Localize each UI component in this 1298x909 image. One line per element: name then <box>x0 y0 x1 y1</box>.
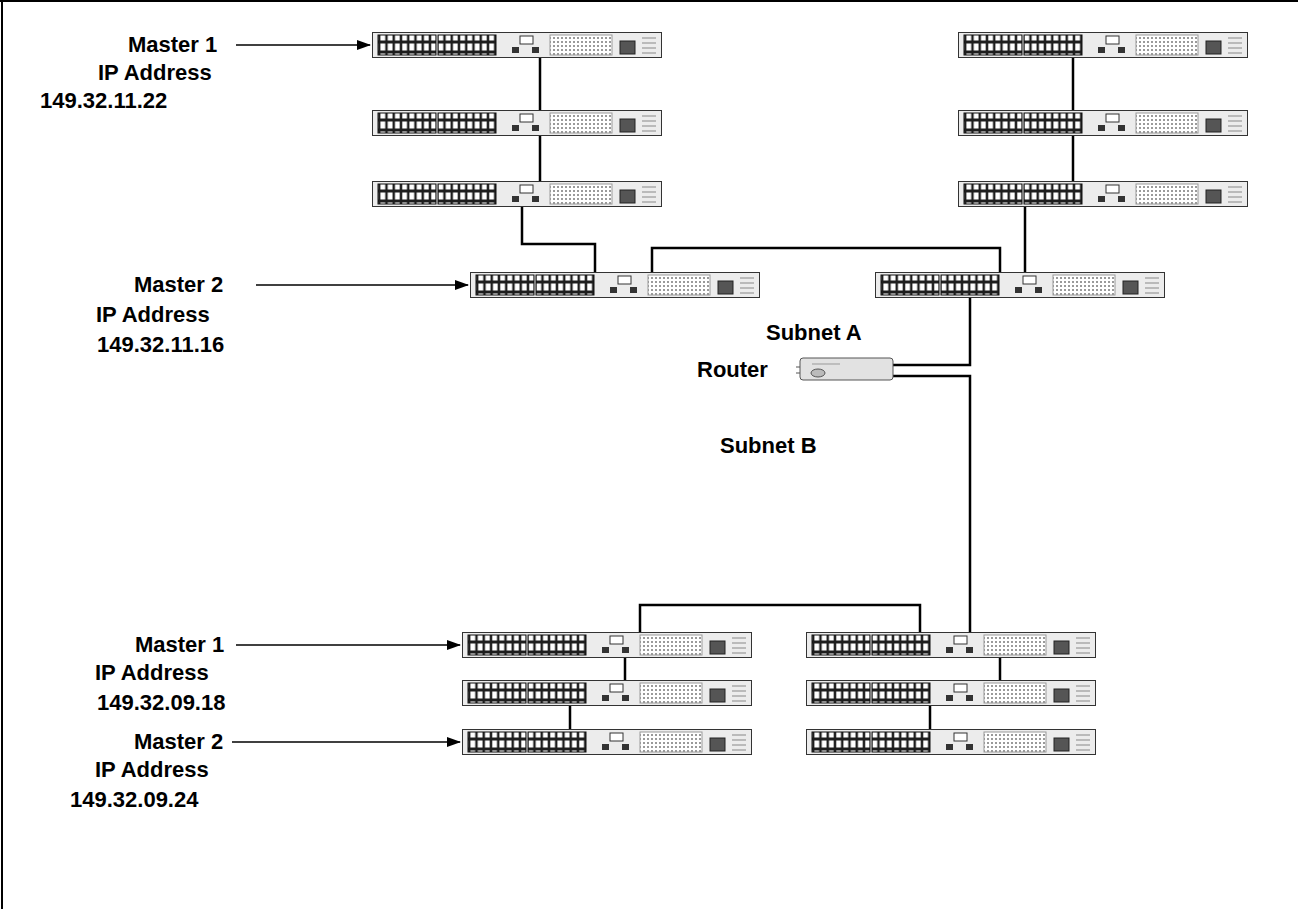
cable <box>999 658 1002 680</box>
switch-icon <box>959 111 1248 136</box>
leader-arrow <box>232 741 460 743</box>
device-name: Master 2 <box>134 272 223 298</box>
ip-address: 149.32.09.18 <box>97 690 225 716</box>
switch-icon <box>807 633 1096 658</box>
address-caption: IP Address <box>95 660 209 686</box>
cable <box>1072 136 1075 181</box>
switch-icon <box>463 730 752 755</box>
switch-icon <box>373 111 662 136</box>
cable <box>539 136 542 181</box>
leader-arrow <box>236 644 460 646</box>
device-name: Master 2 <box>134 729 223 755</box>
switch-icon <box>463 681 752 706</box>
frame-line <box>1 0 3 909</box>
switch-icon <box>373 182 662 207</box>
cables <box>522 58 1073 729</box>
device-name: Master 1 <box>128 32 217 58</box>
ip-address: 149.32.11.22 <box>40 88 167 114</box>
cable <box>893 298 970 365</box>
switch-icon <box>959 182 1248 207</box>
cable <box>893 376 970 632</box>
cable <box>640 605 920 632</box>
leader-arrow <box>256 284 468 286</box>
cable <box>929 706 932 729</box>
switch-icon <box>876 273 1165 298</box>
cable <box>1072 58 1075 110</box>
device-name: Router <box>697 357 768 383</box>
switch-icon <box>463 633 752 658</box>
cable <box>569 706 572 729</box>
cable <box>539 58 542 110</box>
device-name: Master 1 <box>135 632 224 658</box>
leader-arrows <box>232 45 468 742</box>
frame-line <box>0 0 1298 2</box>
subnet-label: Subnet A <box>766 320 862 346</box>
cable <box>624 658 627 680</box>
cable <box>522 207 595 272</box>
cable <box>652 248 1000 272</box>
switch-icon <box>471 273 760 298</box>
address-caption: IP Address <box>98 60 212 86</box>
subnet-label: Subnet B <box>720 433 817 459</box>
switch-icon <box>807 681 1096 706</box>
address-caption: IP Address <box>96 302 210 328</box>
cable <box>1024 207 1027 272</box>
address-caption: IP Address <box>95 757 209 783</box>
switch-icon <box>807 730 1096 755</box>
ip-address: 149.32.11.16 <box>97 332 224 358</box>
ip-address: 149.32.09.24 <box>70 787 198 813</box>
router-icon <box>796 358 893 380</box>
leader-arrow <box>236 44 370 46</box>
switch-icon <box>959 33 1248 58</box>
switch-icon <box>373 33 662 58</box>
